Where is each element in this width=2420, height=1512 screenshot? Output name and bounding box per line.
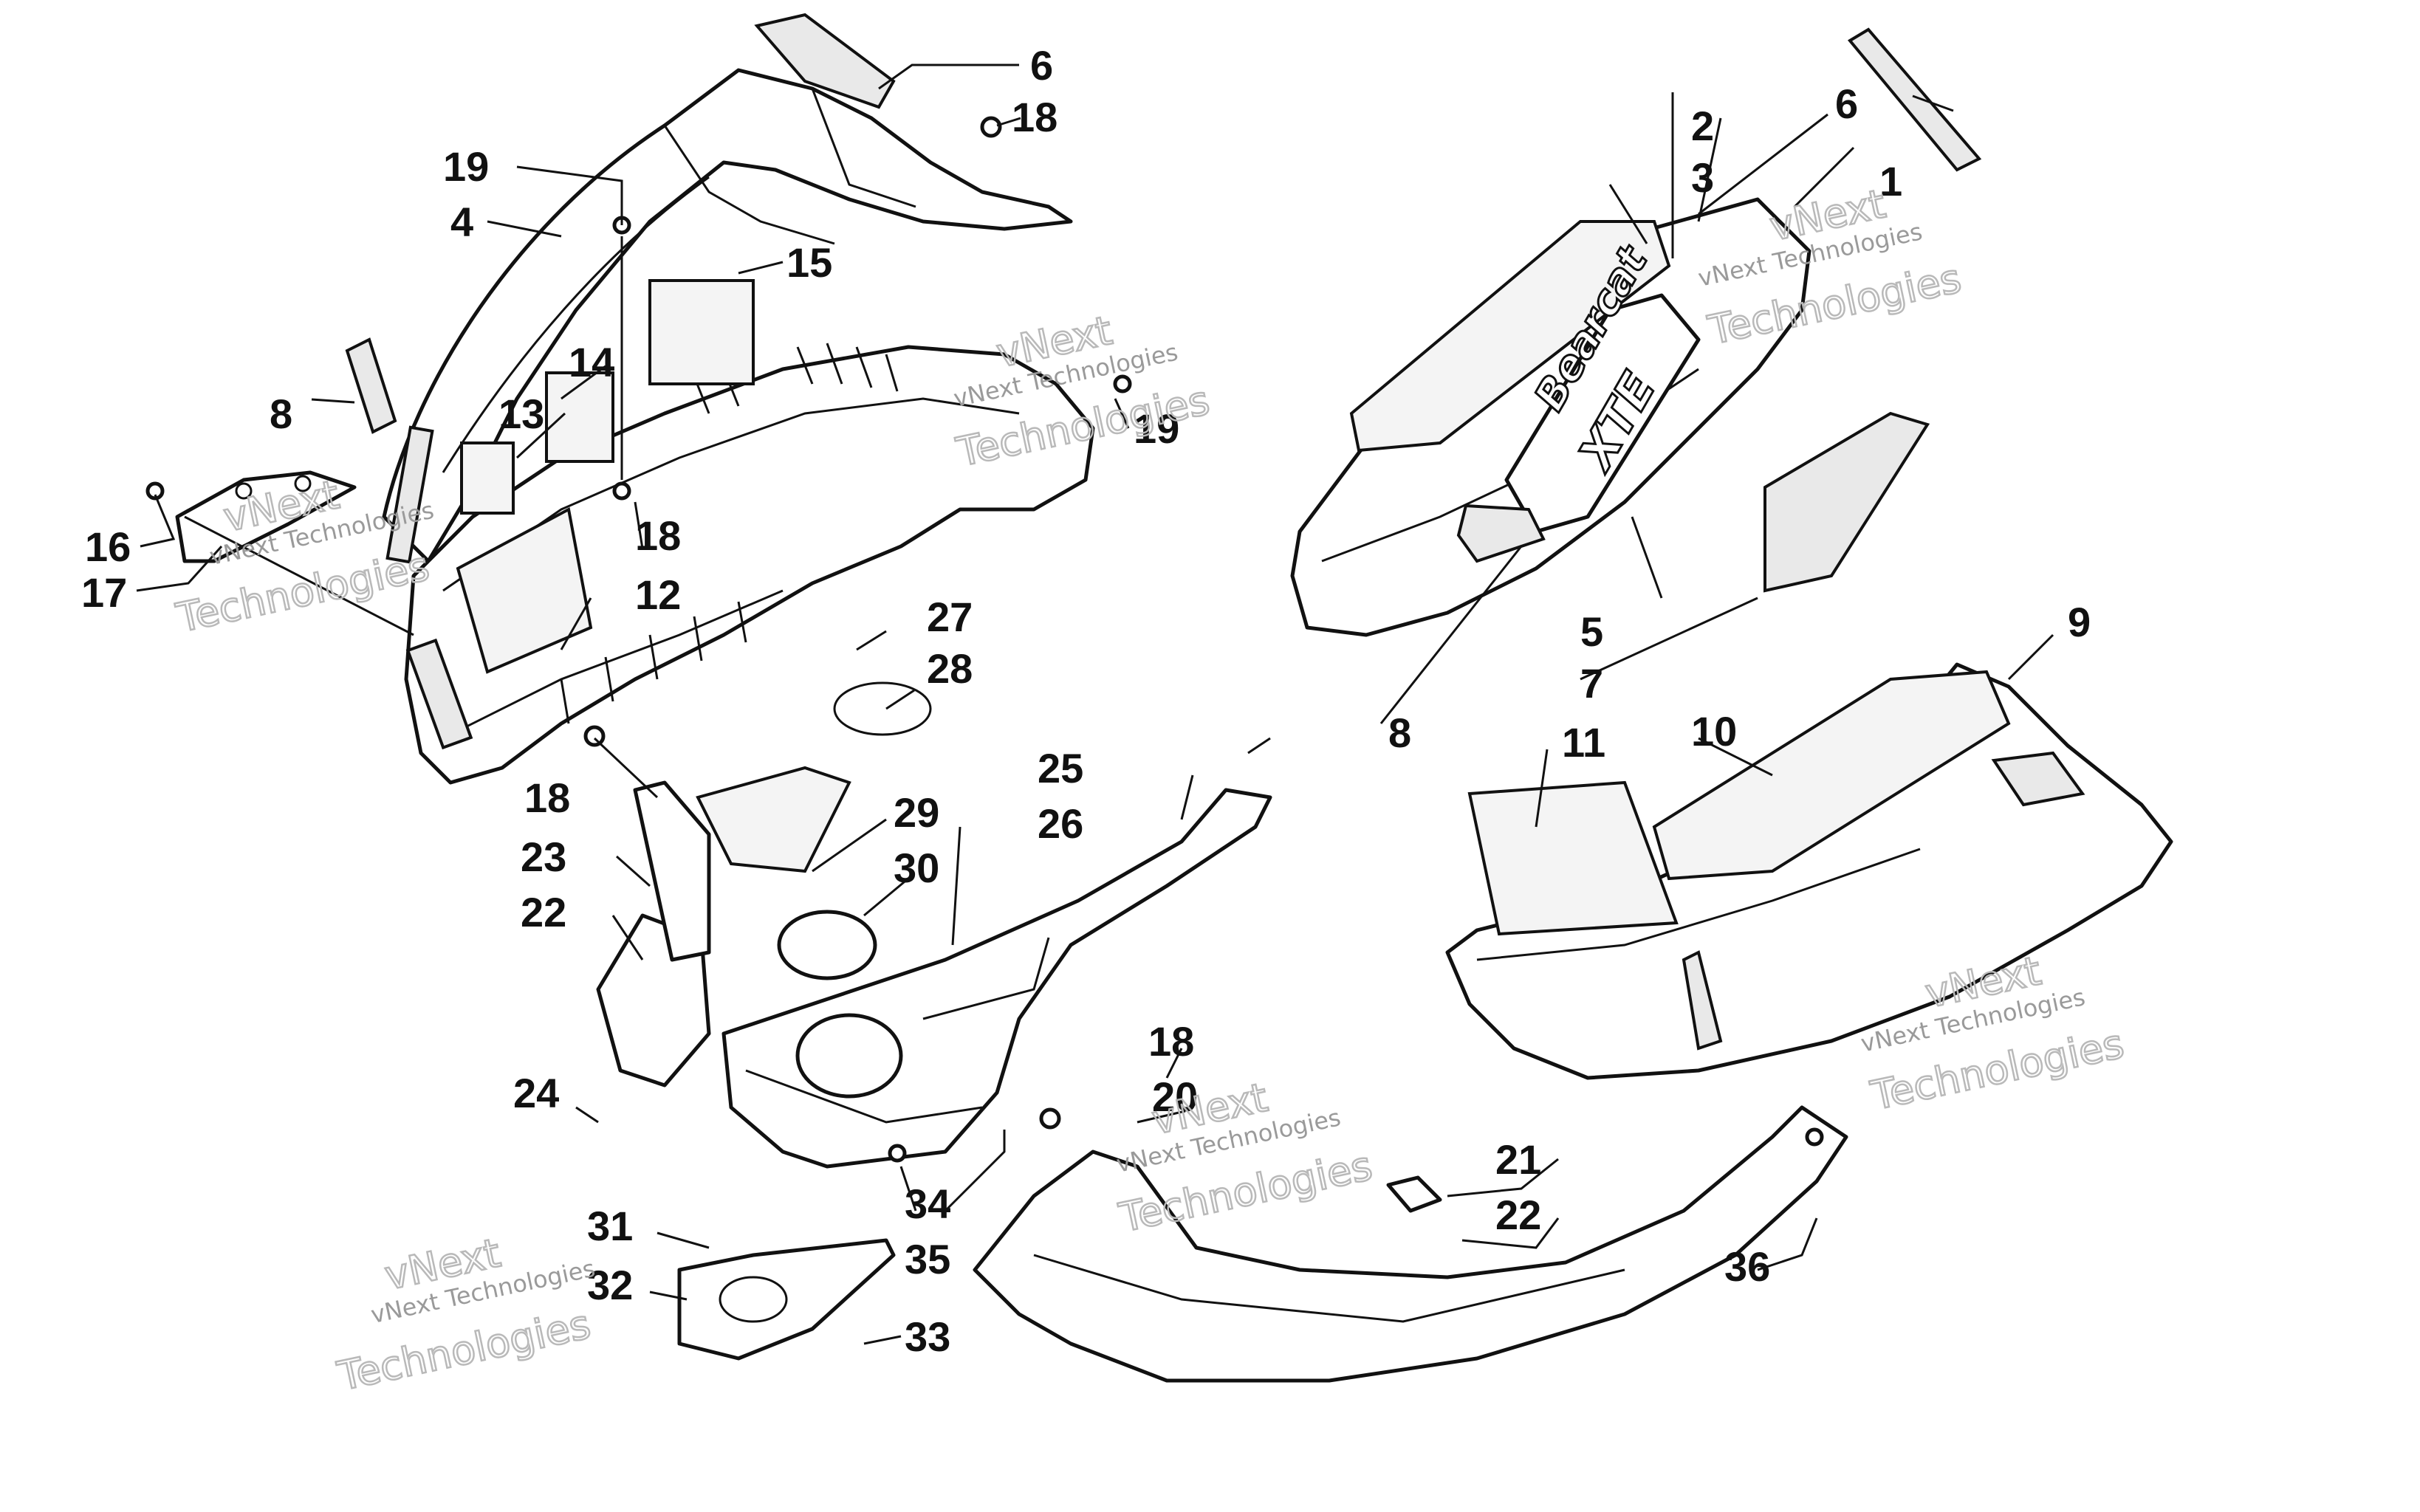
belly-pan-port-2 <box>777 910 877 980</box>
decal-11 <box>1467 780 1679 936</box>
front-hood-assembly <box>145 13 1132 785</box>
headlight-lens <box>456 506 593 674</box>
callout-29: 29 <box>894 789 939 836</box>
callout-27: 27 <box>927 594 973 640</box>
callout-13: 13 <box>498 391 544 437</box>
decal-15 <box>648 279 755 385</box>
decal-13 <box>460 441 515 515</box>
callout-7: 7 <box>1580 660 1603 707</box>
callout-32: 32 <box>587 1262 633 1308</box>
upper-panel-decal-3 <box>1349 220 1671 453</box>
callout-18-bottom: 18 <box>1148 1018 1194 1065</box>
callout-4: 4 <box>450 199 473 245</box>
belly-pan-port-1 <box>795 1013 903 1099</box>
callout-21: 21 <box>1495 1136 1541 1183</box>
callout-16: 16 <box>85 523 131 570</box>
callout-8-right: 8 <box>1388 709 1411 756</box>
decal-14 <box>545 371 614 463</box>
belly-pan-right <box>973 1105 1848 1383</box>
callout-26: 26 <box>1038 800 1083 847</box>
callout-19-left: 19 <box>443 143 489 190</box>
callout-9: 9 <box>2068 599 2091 645</box>
side-panel-assembly: Bearcat XTE <box>1290 27 2173 1080</box>
side-panel-top-grille <box>1847 27 1982 172</box>
hood-side-grille-left <box>345 337 397 434</box>
callout-22-left: 22 <box>521 889 566 935</box>
side-panel-mesh-vent <box>1763 411 1930 593</box>
callout-18-lower: 18 <box>524 774 570 821</box>
callout-8-left: 8 <box>270 391 292 437</box>
callout-12: 12 <box>635 571 681 618</box>
callout-2: 2 <box>1691 103 1714 149</box>
callout-22-right: 22 <box>1495 1192 1541 1238</box>
hood-side-bracket <box>175 470 357 563</box>
callout-34: 34 <box>905 1181 950 1227</box>
leader-lines <box>136 63 2054 1345</box>
callout-14: 14 <box>569 339 614 385</box>
callout-28: 28 <box>927 645 973 692</box>
callout-25: 25 <box>1038 745 1083 791</box>
duct-baffle-23 <box>633 780 711 962</box>
callout-23: 23 <box>521 834 566 880</box>
callout-labels: 6 18 19 4 15 14 13 8 19 16 17 18 12 18 6… <box>81 42 2091 1360</box>
callout-6-left: 6 <box>1030 42 1053 89</box>
grommet-ring-28 <box>833 681 932 736</box>
callout-24: 24 <box>513 1070 559 1116</box>
callout-19-right: 19 <box>1134 405 1179 452</box>
belly-pan-assembly <box>596 681 1848 1383</box>
hood-top-grille <box>754 13 896 109</box>
belly-pan-plate-29 <box>696 766 851 873</box>
callout-6-right: 6 <box>1835 80 1858 127</box>
callout-11: 11 <box>1562 719 1605 766</box>
callout-1: 1 <box>1879 158 1902 205</box>
callout-30: 30 <box>894 845 939 891</box>
lower-panel-decal-10 <box>1652 670 2011 881</box>
callout-5: 5 <box>1580 608 1603 655</box>
callout-33: 33 <box>905 1313 950 1360</box>
side-panel-vent-8 <box>1456 504 1546 563</box>
callout-18-top: 18 <box>1012 94 1058 140</box>
callout-3: 3 <box>1691 154 1714 201</box>
callout-10: 10 <box>1691 708 1737 755</box>
callout-17: 17 <box>81 569 127 616</box>
callout-35: 35 <box>905 1236 950 1282</box>
callout-31: 31 <box>587 1203 633 1249</box>
callout-36: 36 <box>1724 1243 1770 1290</box>
callout-15: 15 <box>786 239 832 286</box>
hood-upper-shell <box>382 68 1073 563</box>
callout-18-middle: 18 <box>635 512 681 559</box>
callout-20: 20 <box>1152 1073 1198 1120</box>
